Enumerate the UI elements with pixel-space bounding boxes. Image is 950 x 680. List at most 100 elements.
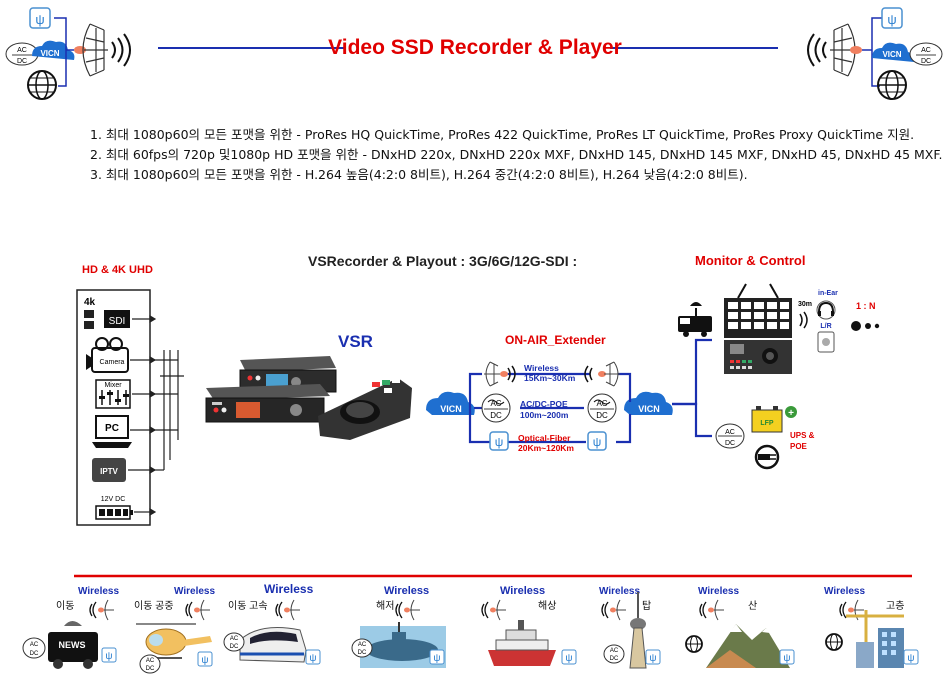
svg-text:LFP: LFP — [760, 420, 774, 427]
svg-text:AC: AC — [725, 429, 735, 436]
mountain-icon — [706, 624, 790, 668]
wifi-box-icon — [429, 649, 445, 665]
bottom-item-ship: Wireless 해상 ψ — [481, 585, 577, 666]
svg-text:AC: AC — [146, 658, 155, 664]
antenna-icon — [89, 599, 114, 621]
svg-text:AC: AC — [358, 642, 367, 648]
svg-text:4k: 4k — [84, 297, 96, 308]
svg-text:해상: 해상 — [538, 599, 556, 612]
note-line: 1. 최대 1080p60의 모든 포맷을 위한 - ProRes HQ Qui… — [90, 127, 915, 142]
wifi-box-icon — [29, 7, 51, 29]
svg-text:ψ: ψ — [907, 653, 914, 664]
connector-icon — [850, 46, 862, 54]
signal-waves-icon — [799, 311, 808, 329]
svg-text:Wireless: Wireless — [824, 586, 865, 597]
svg-text:AC: AC — [490, 399, 501, 408]
antenna-icon — [839, 599, 864, 621]
svg-text:ψ: ψ — [649, 653, 656, 664]
svg-text:DC: DC — [725, 440, 735, 447]
signal-waves-icon — [507, 365, 516, 383]
svg-text:Wireless: Wireless — [599, 586, 640, 597]
wifi-box-icon — [645, 649, 661, 665]
svg-text:이동: 이동 — [56, 600, 74, 612]
battery-lfp-icon: LFP — [751, 406, 783, 433]
wifi-box-icon — [779, 649, 795, 665]
extender-title: ON-AIR_Extender — [505, 333, 606, 347]
fiber-box-icon — [489, 431, 509, 451]
left-node: ψ AC DC VICN — [5, 7, 131, 100]
svg-text:ψ: ψ — [433, 653, 440, 664]
bottom-item-bullet-train: Wireless 이동 고속 AC DC ψ — [223, 582, 321, 665]
bottom-item-helicopter: Wireless 이동 공중 AC DC ψ — [134, 586, 215, 674]
middle-diagram: 4k SDI Camera Mixer PC IPTV — [76, 283, 880, 526]
vsr-heading: VSRecorder & Playout : 3G/6G/12G-SDI : — [308, 253, 578, 269]
camera-icon: Camera — [86, 337, 129, 373]
vicn-cloud-icon — [426, 391, 475, 415]
note-line: 2. 최대 60fps의 720p 및1080p HD 포맷을 위한 - DNx… — [90, 147, 943, 162]
svg-text:L/R: L/R — [820, 323, 831, 330]
svg-text:AC: AC — [921, 47, 931, 54]
svg-text:Wireless: Wireless — [524, 363, 559, 373]
monitor-control: 30m in-Ear L/R 1 : N AC DC LFP + — [678, 283, 880, 470]
source-panel: 4k SDI Camera Mixer PC IPTV — [76, 289, 184, 526]
vsr-device-image — [205, 356, 412, 440]
signal-waves-icon — [584, 365, 593, 383]
svg-text:PC: PC — [105, 423, 119, 434]
svg-text:IPTV: IPTV — [100, 467, 118, 476]
right-node: ψ VICN AC DC — [807, 7, 943, 100]
wifi-box-icon — [561, 649, 577, 665]
svg-text:SDI: SDI — [109, 316, 126, 327]
ship-icon — [488, 620, 556, 666]
wifi-box-icon — [903, 649, 919, 665]
wifi-box-icon — [101, 647, 117, 663]
svg-text:Wireless: Wireless — [264, 582, 314, 596]
svg-text:Wireless: Wireless — [384, 585, 429, 597]
svg-text:Mixer: Mixer — [104, 382, 122, 389]
svg-text:UPS &: UPS & — [790, 431, 815, 440]
svg-text:탑: 탑 — [642, 600, 651, 612]
svg-text:POE: POE — [790, 442, 808, 451]
page-title: Video SSD Recorder & Player — [328, 36, 622, 59]
svg-text:Wireless: Wireless — [174, 586, 215, 597]
antenna-icon — [699, 599, 724, 621]
antenna-icon — [484, 361, 500, 387]
svg-text:DC: DC — [596, 411, 608, 420]
svg-text:DC: DC — [921, 58, 931, 65]
antenna-icon — [604, 361, 620, 387]
control-desk-icon — [724, 340, 792, 374]
svg-text:이동 공중: 이동 공중 — [134, 600, 174, 612]
svg-text:Camera: Camera — [100, 359, 125, 366]
svg-text:Wireless: Wireless — [698, 586, 739, 597]
svg-text:DC: DC — [230, 644, 239, 650]
acdc-icon — [139, 654, 161, 674]
svg-text:Wireless: Wireless — [500, 585, 545, 597]
svg-text:Optical-Fiber: Optical-Fiber — [518, 433, 571, 443]
svg-text:AC: AC — [610, 648, 619, 654]
headphones-icon — [816, 300, 836, 320]
svg-text:DC: DC — [17, 58, 27, 65]
vicn-cloud-icon — [624, 391, 673, 415]
extender-network: VICN VICN AC DC — [426, 338, 712, 453]
bottom-item-mountain: Wireless 산 ψ — [685, 586, 795, 668]
svg-text:AC: AC — [230, 636, 239, 642]
svg-text:in-Ear: in-Ear — [818, 290, 838, 297]
svg-text:ψ: ψ — [495, 435, 504, 449]
antenna-icon — [601, 599, 626, 621]
dot-icon — [874, 323, 880, 329]
acdc-icon — [909, 42, 943, 66]
bottom-item-news-van: Wireless 이동 AC DC NEWS ψ — [22, 586, 119, 669]
svg-text:Wireless: Wireless — [78, 586, 119, 597]
vsr-label: VSR — [338, 332, 373, 351]
acdc-icon — [22, 637, 46, 659]
svg-text:VICN: VICN — [882, 50, 901, 59]
news-van-icon: NEWS — [48, 621, 98, 669]
svg-text:ψ: ψ — [201, 655, 208, 666]
svg-text:12V DC: 12V DC — [101, 496, 126, 503]
mixer-icon: Mixer — [95, 379, 131, 409]
power-plug-icon — [754, 444, 780, 470]
svg-text:DC: DC — [358, 650, 367, 656]
signal-waves-icon — [111, 33, 131, 67]
svg-text:30m: 30m — [798, 301, 812, 308]
monitor-title: Monitor & Control — [695, 253, 806, 268]
plus-icon — [785, 406, 797, 418]
